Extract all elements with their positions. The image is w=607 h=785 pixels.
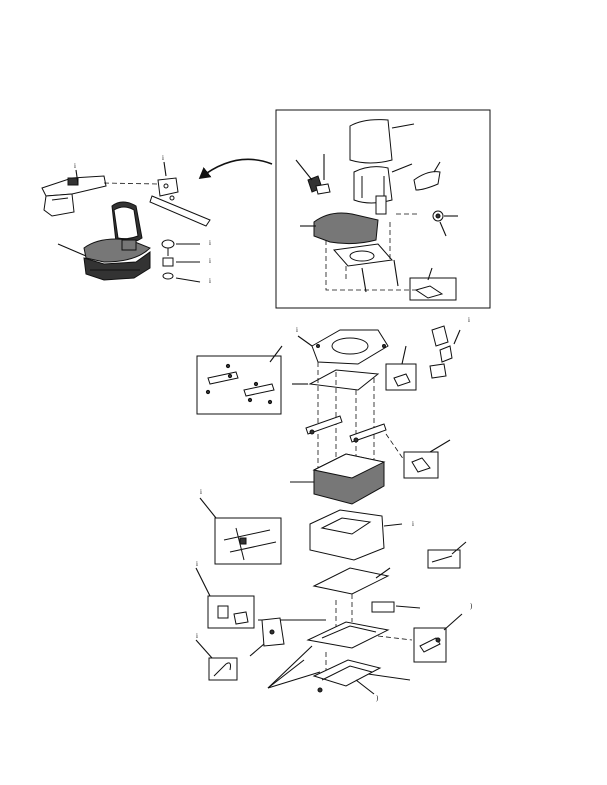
- seat-pan: [333, 243, 393, 267]
- hinge-left: [295, 154, 331, 195]
- label-top-plate: i: [296, 326, 298, 334]
- base-frame: [306, 621, 390, 649]
- mount-plate: [308, 369, 380, 391]
- label-handle: ): [470, 602, 473, 610]
- label-right-top: i: [468, 316, 470, 324]
- back-cover: [349, 119, 393, 164]
- seat-full: [83, 201, 151, 281]
- curved-arrow-icon: [198, 158, 273, 179]
- label-knob: i: [209, 239, 211, 247]
- label-linkage: i: [200, 488, 202, 496]
- knob: [161, 239, 175, 249]
- label-cap: i: [209, 257, 211, 265]
- back-frame: [353, 166, 393, 204]
- rails: [305, 415, 387, 443]
- callout-labels: i i i i i i i i i i i ) ): [74, 154, 473, 702]
- lower-cushion: [309, 509, 385, 561]
- cap: [162, 257, 174, 267]
- top-plate: [311, 329, 389, 365]
- rails-inset: [196, 345, 283, 415]
- backrest-exploded-box: [275, 109, 491, 309]
- label-bottom-plate: ): [376, 694, 379, 702]
- label-bracket: i: [162, 154, 164, 162]
- lower-assembly: [195, 497, 467, 695]
- label-hook: i: [196, 632, 198, 640]
- suspension-frame: [312, 567, 390, 595]
- label-armrest: i: [74, 162, 76, 170]
- bottom-plate: [312, 659, 382, 687]
- inset-detail: [409, 277, 457, 301]
- suspension-stack: [290, 325, 461, 505]
- seat-assembly-overview: [41, 158, 273, 283]
- armrest-console: [41, 175, 107, 217]
- label-washer: i: [209, 277, 211, 285]
- label-lower-cushion: i: [412, 520, 414, 528]
- label-left-inset: i: [196, 560, 198, 568]
- seat-cushion: [313, 212, 379, 245]
- washer: [162, 272, 174, 280]
- armrest-pad: [413, 171, 441, 191]
- armrest-bracket: [149, 177, 211, 227]
